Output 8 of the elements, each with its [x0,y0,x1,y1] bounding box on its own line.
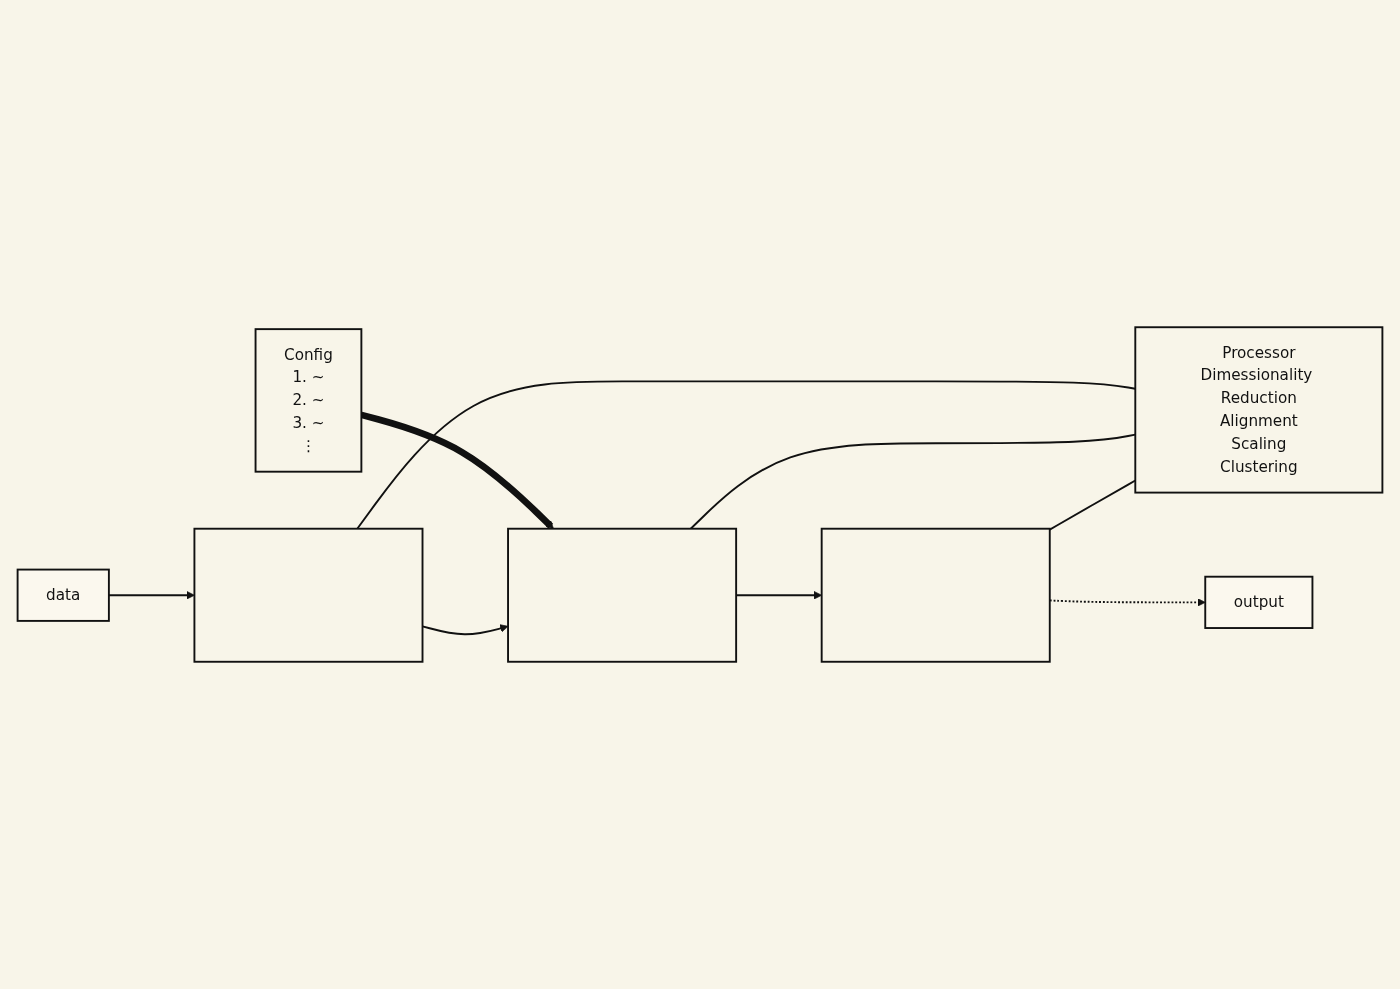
node-box [193,527,424,663]
node-box [820,527,1051,663]
node-box: Processor Dimessionality Reduction Alignment Scaling Clustering [1134,326,1384,494]
arrow [360,411,554,530]
node-box: data [16,568,110,622]
node-box [507,527,738,663]
node-box: output [1204,575,1314,629]
node-box: Config 1. ~ 2. ~ 3. ~ ⋮ [254,328,363,473]
